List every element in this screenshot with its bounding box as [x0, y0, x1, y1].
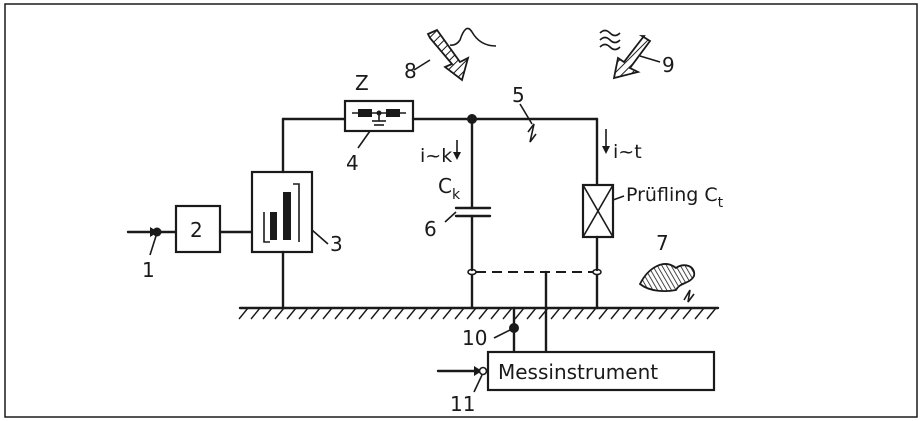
- label-4: 4: [346, 151, 359, 175]
- ground-hatch-tick: [586, 307, 597, 320]
- ground-hatch-tick: [394, 307, 405, 320]
- ground-hatch-tick: [670, 307, 681, 320]
- input-terminal: [126, 227, 178, 256]
- ground-hatch-tick: [466, 307, 477, 320]
- ground-hatch-tick: [310, 307, 321, 320]
- ground-hatch-tick: [418, 307, 429, 320]
- label-specimen: Prüfling Ct: [626, 184, 724, 211]
- ground-hatch-tick: [550, 307, 561, 320]
- disturbance-9: [599, 29, 661, 80]
- ground-hatch-tick: [274, 307, 285, 320]
- ground-hatch-tick: [346, 307, 357, 320]
- ground-hatch-tick: [682, 307, 693, 320]
- ground-hatch-tick: [562, 307, 573, 320]
- label-1: 1: [142, 258, 155, 282]
- test-specimen: [581, 117, 625, 272]
- impedance-box: [343, 99, 415, 149]
- figure-frame: [4, 3, 918, 418]
- label-5: 5: [512, 83, 525, 107]
- ground-hatch-tick: [526, 307, 537, 320]
- ground-hatch-tick: [622, 307, 633, 320]
- ground-hatch-tick: [646, 307, 657, 320]
- instrument-label: Messinstrument: [498, 360, 658, 384]
- ground-hatch-tick: [322, 307, 333, 320]
- arrow-i-k: [453, 140, 461, 160]
- ground-hatch-tick: [238, 307, 249, 320]
- ground-hatching: [238, 307, 717, 320]
- ground-hatch-tick: [454, 307, 465, 320]
- disturbance-8: [413, 27, 497, 82]
- measuring-instrument: [486, 350, 716, 392]
- ground-hatch-tick: [406, 307, 417, 320]
- ground-hatch-tick: [298, 307, 309, 320]
- label-i-k: i~k: [420, 145, 452, 167]
- ground-hatch-tick: [610, 307, 621, 320]
- label-10: 10: [462, 326, 487, 350]
- ground-hatch-tick: [706, 307, 717, 320]
- coupling-capacitor: [444, 117, 492, 272]
- regulator-box: [174, 204, 222, 254]
- disturbance-5: [519, 103, 537, 143]
- arrow-i-t: [602, 129, 610, 154]
- transformer: [250, 170, 329, 254]
- ground-hatch-tick: [382, 307, 393, 320]
- label-6: 6: [424, 217, 437, 241]
- label-7: 7: [656, 231, 669, 255]
- ground-hatch-tick: [490, 307, 501, 320]
- instrument-terminal: [436, 366, 488, 393]
- ground-hatch-tick: [286, 307, 297, 320]
- label-i-t: i~t: [613, 141, 642, 163]
- label-c-k: Ck: [438, 174, 461, 203]
- label-11: 11: [450, 392, 475, 416]
- ground-hatch-tick: [514, 307, 525, 320]
- leader-10: [493, 329, 511, 339]
- ground-hatch-tick: [598, 307, 609, 320]
- ground-hatch-tick: [478, 307, 489, 320]
- ground-hatch-tick: [334, 307, 345, 320]
- ground-hatch-tick: [658, 307, 669, 320]
- ground-hatch-tick: [250, 307, 261, 320]
- label-2: 2: [190, 218, 203, 242]
- ground-hatch-tick: [370, 307, 381, 320]
- disturbance-7: [638, 263, 696, 303]
- label-3: 3: [330, 232, 343, 256]
- ground-hatch-tick: [442, 307, 453, 320]
- ground-hatch-tick: [574, 307, 585, 320]
- ground-hatch-tick: [358, 307, 369, 320]
- measuring-loop: [467, 268, 602, 354]
- ground-rail: [238, 306, 720, 320]
- ground-hatch-tick: [634, 307, 645, 320]
- ground-hatch-tick: [430, 307, 441, 320]
- ground-hatch-tick: [694, 307, 705, 320]
- ground-hatch-tick: [262, 307, 273, 320]
- label-9: 9: [662, 53, 675, 77]
- label-8: 8: [404, 59, 417, 83]
- ground-hatch-tick: [502, 307, 513, 320]
- label-z: Z: [355, 71, 369, 95]
